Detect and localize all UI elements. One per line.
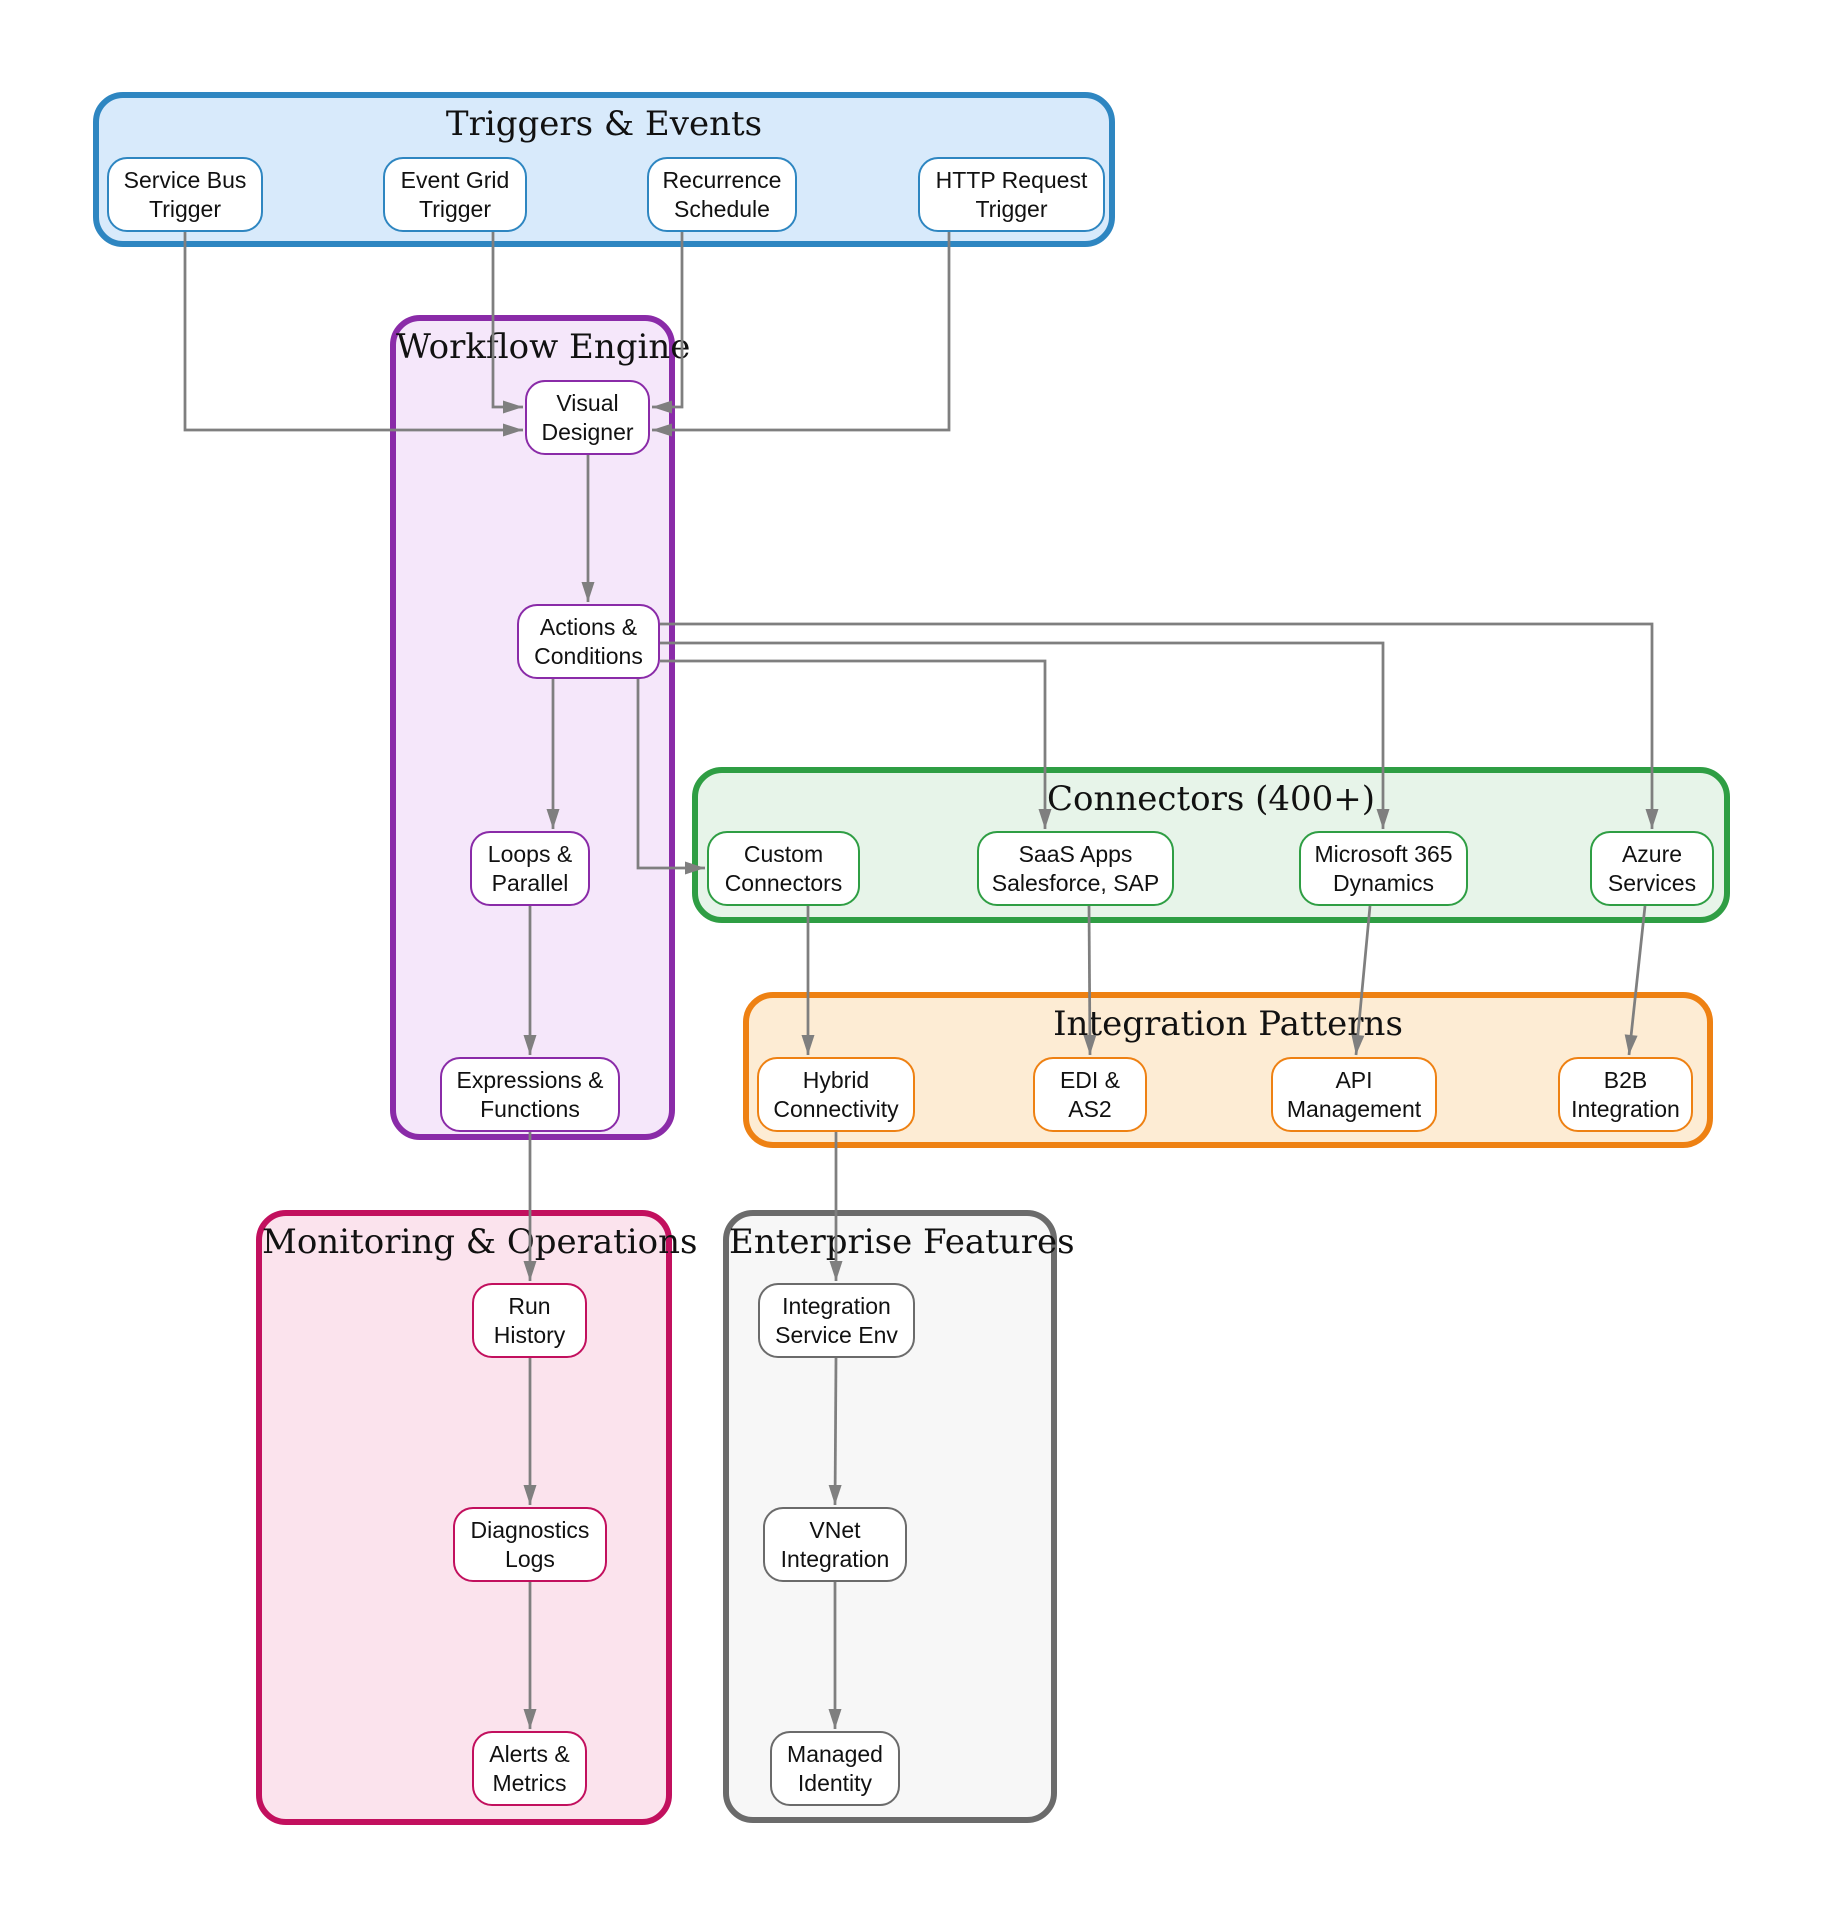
node-label: SaaS Apps Salesforce, SAP [991,840,1160,896]
edge-eventgrid-visualdesigner [491,232,523,414]
node-label: Managed Identity [787,1740,883,1796]
node-b2b-integration: B2B Integration [1558,1057,1693,1132]
node-label: Service Bus Trigger [123,166,247,222]
node-saas-apps: SaaS Apps Salesforce, SAP [977,831,1174,906]
cluster-connectors: Connectors (400+) [692,767,1730,923]
cluster-workflow-engine: Workflow Engine [390,315,691,1140]
node-label: Visual Designer [541,389,634,445]
node-label: Expressions & Functions [456,1066,604,1122]
node-integration-service-env: Integration Service Env [758,1283,915,1358]
edge-ise-vnet [828,1357,842,1506]
node-loops-parallel: Loops & Parallel [470,831,590,906]
node-label: API Management [1286,1066,1422,1122]
cluster-title: Monitoring & Operations [262,1222,698,1262]
cluster-title: Connectors (400+) [1047,779,1375,819]
node-label: Diagnostics Logs [470,1516,590,1572]
node-label: EDI & AS2 [1059,1066,1121,1122]
node-label: Hybrid Connectivity [773,1066,899,1122]
edge-httprequest-visualdesigner [652,232,951,437]
cluster-title: Triggers & Events [445,104,763,144]
edge-microsoft-api [1351,905,1372,1056]
node-run-history: Run History [472,1283,587,1358]
edge-actions-customconnectors [636,679,705,875]
cluster-title: Integration Patterns [1053,1004,1403,1044]
node-label: Actions & Conditions [534,613,643,669]
node-label: Recurrence Schedule [662,166,782,222]
node-event-grid-trigger: Event Grid Trigger [383,157,527,232]
node-microsoft-365-dynamics: Microsoft 365 Dynamics [1299,831,1468,906]
node-managed-identity: Managed Identity [770,1731,900,1806]
edge-saas-edi [1083,905,1097,1056]
node-label: Azure Services [1607,840,1697,896]
node-label: B2B Integration [1571,1066,1680,1122]
node-api-management: API Management [1271,1057,1437,1132]
node-label: HTTP Request Trigger [935,166,1088,222]
node-vnet-integration: VNet Integration [763,1507,907,1582]
edge-actions-microsoft365 [660,641,1390,829]
node-label: Loops & Parallel [487,840,573,896]
node-label: Event Grid Trigger [400,166,510,222]
edge-azure-b2b [1624,905,1647,1056]
node-label: Alerts & Metrics [489,1740,570,1796]
cluster-title: Enterprise Features [729,1222,1075,1262]
node-edi-as2: EDI & AS2 [1033,1057,1147,1132]
node-label: Integration Service Env [775,1292,898,1348]
node-http-request-trigger: HTTP Request Trigger [918,157,1105,232]
node-recurrence-schedule: Recurrence Schedule [647,157,797,232]
node-expressions-functions: Expressions & Functions [440,1057,620,1132]
node-azure-services: Azure Services [1590,831,1714,906]
edge-recurrence-visualdesigner [652,232,684,414]
node-service-bus-trigger: Service Bus Trigger [107,157,263,232]
node-custom-connectors: Custom Connectors [707,831,860,906]
edge-actions-saasapps [660,659,1052,829]
node-diagnostics-logs: Diagnostics Logs [453,1507,607,1582]
node-hybrid-connectivity: Hybrid Connectivity [757,1057,915,1132]
node-label: Microsoft 365 Dynamics [1314,840,1453,896]
edge-servicebus-visualdesigner [183,232,523,437]
node-label: Run History [493,1292,566,1348]
node-visual-designer: Visual Designer [525,380,650,455]
node-alerts-metrics: Alerts & Metrics [472,1731,587,1806]
node-label: Custom Connectors [724,840,843,896]
node-actions-conditions: Actions & Conditions [517,604,660,679]
cluster-title: Workflow Engine [396,327,691,367]
edge-actions-azureservices [660,622,1659,829]
node-label: VNet Integration [780,1516,890,1572]
